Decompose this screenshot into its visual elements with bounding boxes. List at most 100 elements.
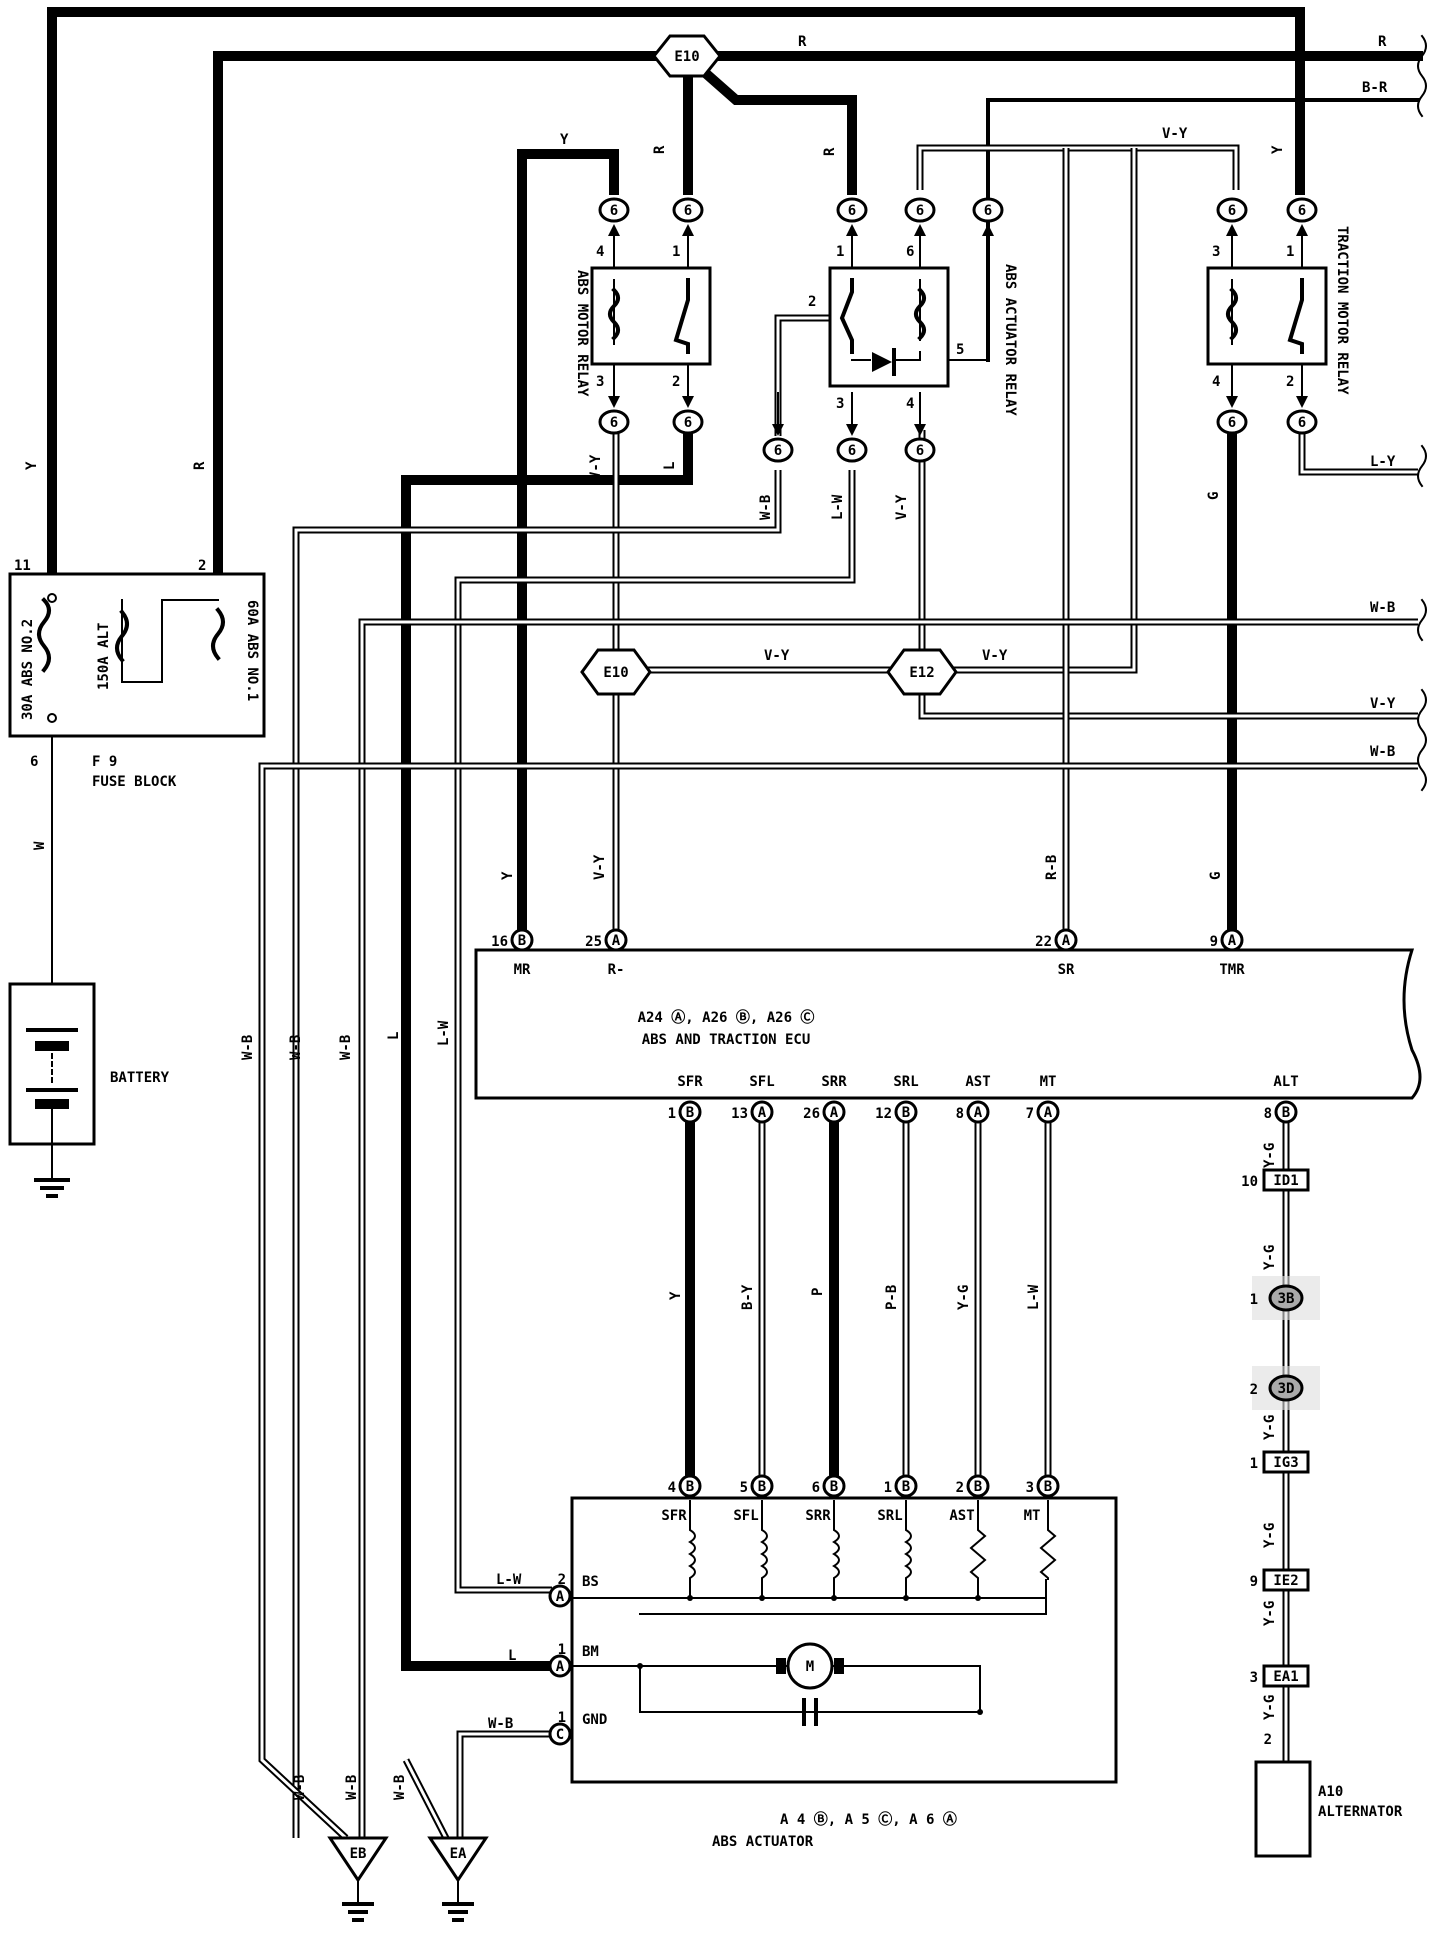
svg-text:6: 6 — [848, 443, 856, 459]
svg-text:R: R — [1378, 34, 1387, 50]
svg-text:IG3: IG3 — [1273, 1455, 1298, 1471]
svg-text:3: 3 — [1212, 244, 1220, 260]
svg-text:Y: Y — [560, 132, 569, 148]
svg-text:B: B — [1044, 1479, 1052, 1495]
fuse-block: 11 2 6 30A ABS NO.2 150A ALT 60A ABS NO.… — [8, 558, 266, 790]
relay-connector-6: 6 — [762, 392, 794, 463]
ecu-bottom-pin-number: 12 — [875, 1106, 892, 1122]
svg-text:W-B: W-B — [1370, 600, 1395, 616]
svg-text:Y: Y — [1270, 145, 1286, 154]
wire-r-act — [694, 62, 857, 195]
svg-text:6: 6 — [684, 415, 692, 431]
actuator-top-pin: B — [750, 1474, 774, 1498]
svg-text:B: B — [518, 933, 526, 949]
fuse-pin-6: 6 — [30, 754, 38, 770]
junction-e10: E10 — [580, 648, 652, 696]
svg-text:B-R: B-R — [1362, 80, 1388, 96]
actuator-top-pin-number: 2 — [956, 1480, 964, 1496]
inline-connector-pin: 2 — [1250, 1382, 1258, 1398]
svg-text:4: 4 — [596, 244, 604, 260]
actuator-left-pin-name: BM — [582, 1644, 599, 1660]
relay-connector-6: 6 — [972, 197, 1004, 268]
ecu-top-pin-name: TMR — [1219, 962, 1245, 978]
relay-connector-6: 6 — [672, 197, 704, 268]
svg-text:P: P — [810, 1288, 826, 1296]
ecu-bottom-pin-name: SFR — [677, 1074, 703, 1090]
svg-text:E10: E10 — [603, 665, 628, 681]
actuator-codes: A 4 Ⓑ, A 5 Ⓒ, A 6 Ⓐ — [780, 1811, 957, 1828]
svg-text:V-Y: V-Y — [1370, 696, 1396, 712]
motor-label: M — [806, 1659, 814, 1675]
svg-text:L: L — [508, 1648, 516, 1664]
ecu-name: ABS AND TRACTION ECU — [642, 1032, 811, 1048]
ecu-top-pin-number: 16 — [491, 934, 508, 950]
break-marks — [1417, 34, 1427, 792]
svg-text:W-B: W-B — [292, 1775, 308, 1800]
ecu-bottom-pin-name: AST — [965, 1074, 990, 1090]
ecu-bottom-pin-name: MT — [1040, 1074, 1057, 1090]
svg-text:B: B — [902, 1105, 910, 1121]
svg-text:V-Y: V-Y — [1162, 126, 1188, 142]
svg-text:B: B — [758, 1479, 766, 1495]
wire-l-bm — [401, 425, 693, 1671]
actuator-left-pin-number: 1 — [558, 1710, 566, 1726]
ecu-top-pin-number: 25 — [585, 934, 602, 950]
svg-text:2: 2 — [672, 374, 680, 390]
svg-text:6: 6 — [1228, 203, 1236, 219]
fuse-block-name: FUSE BLOCK — [92, 774, 177, 790]
svg-text:3B: 3B — [1278, 1291, 1295, 1307]
svg-text:Y-G: Y-G — [1262, 1143, 1278, 1168]
svg-text:W-B: W-B — [392, 1775, 408, 1800]
svg-text:Y-G: Y-G — [956, 1285, 972, 1310]
ground-eb: EB — [327, 1836, 389, 1922]
svg-text:1: 1 — [836, 244, 844, 260]
svg-text:B-Y: B-Y — [740, 1284, 756, 1310]
svg-text:6: 6 — [984, 203, 992, 219]
ecu-top-pin: A — [1220, 928, 1244, 952]
svg-text:W-B: W-B — [344, 1775, 360, 1800]
svg-text:Y-G: Y-G — [1262, 1245, 1278, 1270]
actuator-top-pin-number: 6 — [812, 1480, 820, 1496]
svg-text:V-Y: V-Y — [982, 648, 1008, 664]
actuator-pin-name: SRL — [877, 1508, 902, 1524]
ecu-top-pin: B — [510, 928, 534, 952]
svg-text:2: 2 — [808, 294, 816, 310]
svg-text:B: B — [686, 1105, 694, 1121]
svg-text:6: 6 — [1298, 203, 1306, 219]
abs-actuator-relay: 1 6 2 5 3 4 ABS ACTUATOR RELAY — [808, 244, 1018, 416]
svg-text:Y: Y — [24, 461, 40, 470]
resistor — [1039, 1500, 1057, 1580]
svg-text:L-W: L-W — [436, 1020, 452, 1046]
relay-connector-6: 6 — [598, 364, 630, 435]
actuator-left-pin: C — [548, 1722, 572, 1746]
alternator: A10 ALTERNATOR — [1254, 1760, 1403, 1858]
inline-connector-pin: 1 — [1250, 1456, 1258, 1472]
svg-text:R: R — [822, 147, 838, 156]
svg-text:L-Y: L-Y — [1370, 454, 1396, 470]
relay-connector-6: 6 — [1286, 197, 1318, 268]
relay-connector-6: 6 — [598, 197, 630, 268]
svg-text:W-B: W-B — [338, 1035, 354, 1060]
svg-text:R: R — [192, 461, 208, 470]
svg-text:V-Y: V-Y — [592, 854, 608, 880]
ecu-bottom-pin-number: 1 — [668, 1106, 676, 1122]
actuator-left-pin: A — [548, 1584, 572, 1608]
ecu-codes: A24 Ⓐ, A26 Ⓑ, A26 Ⓒ — [638, 1009, 815, 1026]
svg-text:Y-G: Y-G — [1262, 1523, 1278, 1548]
solenoid-coil — [832, 1500, 840, 1598]
svg-text:6: 6 — [684, 203, 692, 219]
traction-motor-relay: 3 1 4 2 TRACTION MOTOR RELAY — [1206, 226, 1350, 395]
ecu-top-pin-name: SR — [1058, 962, 1075, 978]
svg-text:A: A — [556, 1659, 565, 1675]
svg-text:1: 1 — [672, 244, 680, 260]
ecu-bottom-pin: B — [894, 1100, 918, 1124]
actuator-left-pin-number: 1 — [558, 1642, 566, 1658]
svg-text:Y-G: Y-G — [1262, 1695, 1278, 1720]
relay-connector-6: 6 — [836, 197, 868, 268]
ecu-bottom-pin: A — [750, 1100, 774, 1124]
inline-connector: 3D2 — [1250, 1366, 1320, 1410]
svg-text:W-B: W-B — [1370, 744, 1395, 760]
ecu-bottom-pin-number: 13 — [731, 1106, 748, 1122]
svg-text:G: G — [1208, 872, 1224, 880]
